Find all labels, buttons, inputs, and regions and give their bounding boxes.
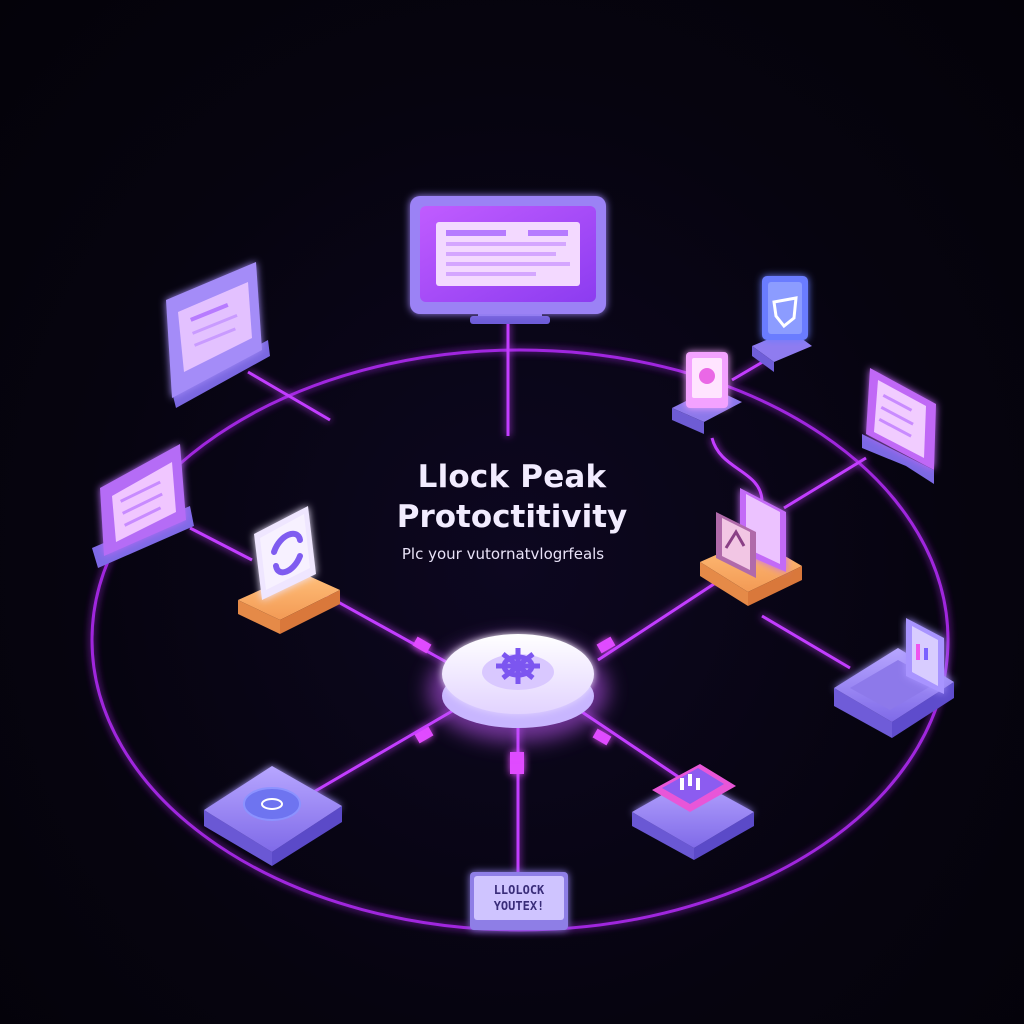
gear-icon bbox=[496, 648, 540, 684]
bottom-left-pad bbox=[204, 766, 342, 866]
connection-lines bbox=[189, 322, 867, 876]
laptop bbox=[834, 618, 954, 738]
headline-title-line2: Protoctitivity bbox=[396, 499, 628, 535]
chart-card bbox=[700, 488, 802, 606]
left-tablet bbox=[92, 444, 194, 568]
shield-card bbox=[752, 276, 812, 372]
right-tablet bbox=[862, 368, 936, 484]
headline-title-line1: Llock Peak bbox=[417, 459, 607, 495]
chart-icon bbox=[724, 529, 746, 549]
headline: Llock Peak Protoctitivity Plc your vutor… bbox=[312, 458, 712, 566]
line-connectors bbox=[412, 636, 616, 774]
bottom-label-card: LLOLOCK YOUTEX! bbox=[470, 872, 568, 930]
pink-card bbox=[672, 352, 742, 434]
top-left-tablet bbox=[166, 262, 270, 408]
disc-icon bbox=[243, 787, 301, 821]
headline-subtitle: Plc your vutornatvlogrfeals bbox=[401, 545, 605, 563]
sync-tile bbox=[238, 506, 340, 634]
central-hub bbox=[428, 634, 608, 742]
sync-arrows-icon bbox=[271, 530, 303, 576]
bottom-card-line1: LLOLOCK bbox=[494, 883, 545, 897]
shield-icon bbox=[772, 296, 798, 329]
top-monitor bbox=[410, 196, 606, 324]
bottom-right-pad bbox=[632, 764, 754, 860]
bottom-card-line2: YOUTEX! bbox=[494, 899, 545, 913]
